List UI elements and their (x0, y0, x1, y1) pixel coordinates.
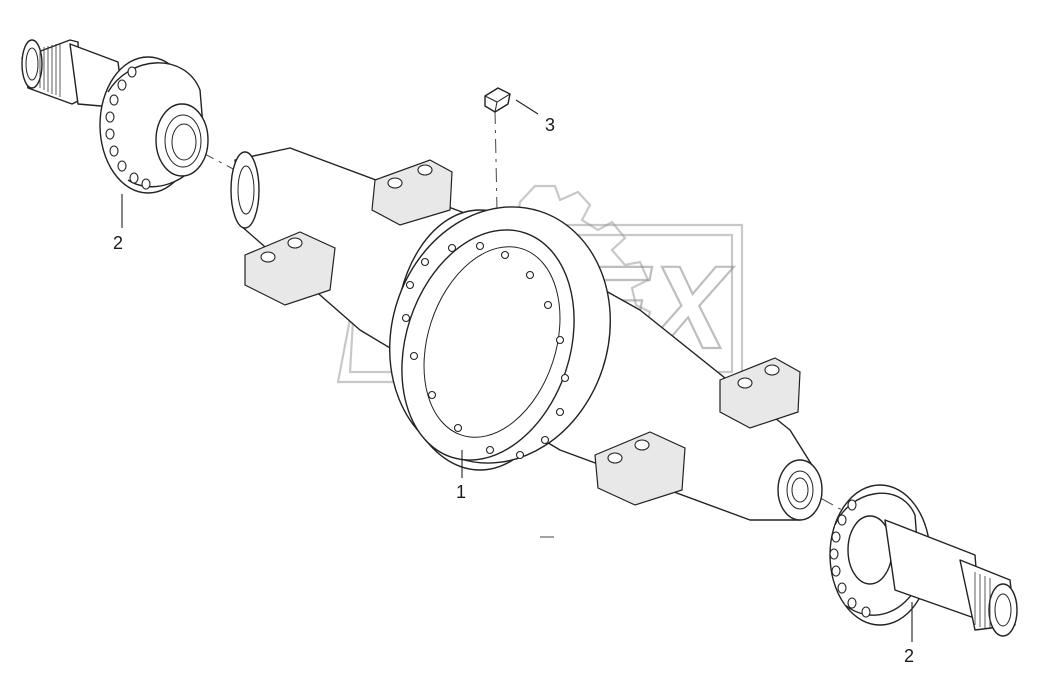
axle-housing (230, 147, 823, 521)
callout-part-3: 3 (545, 115, 556, 135)
callout-part-2-left: 2 (113, 233, 124, 253)
right-axle-shaft (829, 484, 1018, 642)
right-flange-bolt-holes (829, 499, 871, 618)
left-flange-bolt-holes (105, 66, 151, 190)
left-axle-shaft (21, 39, 209, 228)
plug-part (484, 87, 539, 115)
banjo-bolt-holes (401, 241, 570, 460)
callout-part-2-right: 2 (904, 646, 915, 666)
callout-part-1: 1 (456, 482, 467, 502)
